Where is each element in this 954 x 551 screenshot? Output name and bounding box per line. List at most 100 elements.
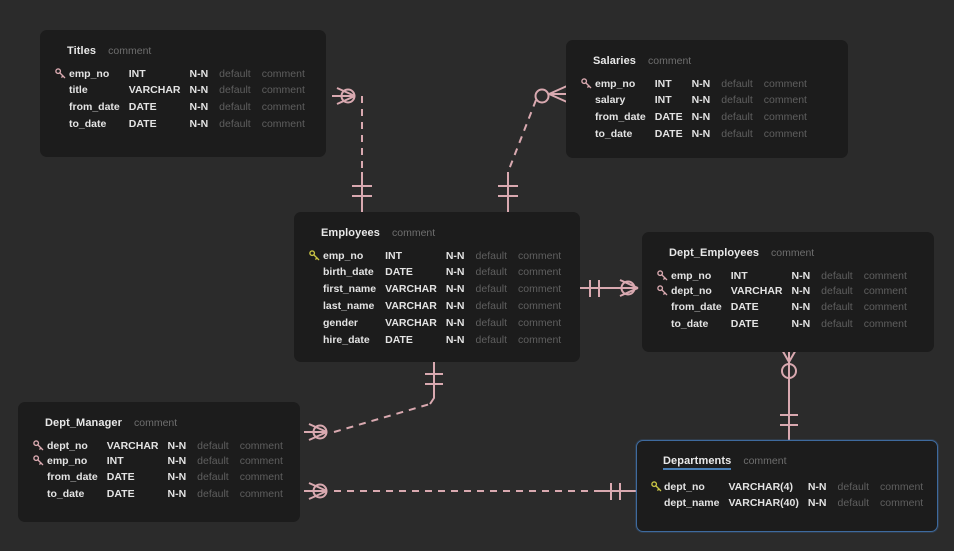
column-nullable: N-N xyxy=(445,299,465,312)
column-type: VARCHAR xyxy=(730,284,783,297)
relationship-deptmanager-employees[interactable] xyxy=(304,362,443,441)
column-default: default xyxy=(821,269,853,282)
column-comment: comment xyxy=(518,249,562,262)
column-nullable: N-N xyxy=(791,269,811,282)
column-comment: comment xyxy=(261,83,305,96)
relationship-salaries-employees[interactable] xyxy=(498,85,572,213)
column-name: dept_no xyxy=(671,284,712,297)
column-default: default xyxy=(219,100,251,113)
column-comment: comment xyxy=(261,100,305,113)
table-header: Dept_Manager comment xyxy=(33,417,285,429)
column-nullable: N-N xyxy=(791,300,811,313)
column-name: salary xyxy=(595,93,626,106)
column-nullable: N-N xyxy=(691,110,711,123)
column-type: VARCHAR(40) xyxy=(728,496,799,509)
table-header: Employees comment xyxy=(309,227,565,239)
relationship-titles-employees[interactable] xyxy=(332,87,372,213)
column-default: default xyxy=(219,67,251,80)
column-nullable: N-N xyxy=(445,249,465,262)
column-comment: comment xyxy=(863,284,907,297)
column-name: hire_date xyxy=(323,333,370,346)
column-name: emp_no xyxy=(47,454,88,467)
column-key-cell xyxy=(309,263,323,280)
column-key-cell xyxy=(581,91,595,108)
relationship-deptemployees-departments[interactable] xyxy=(780,343,798,441)
table-title: Titles xyxy=(67,45,97,57)
column-comment: comment xyxy=(239,454,283,467)
column-type: VARCHAR xyxy=(385,299,437,312)
column-name: emp_no xyxy=(323,249,364,262)
column-nullable: N-N xyxy=(445,316,465,329)
column-comment: comment xyxy=(239,439,283,452)
column-name: last_name xyxy=(323,299,375,312)
relationship-employees-deptemployees[interactable] xyxy=(578,279,639,297)
column-key-cell xyxy=(657,315,671,332)
column-key-cell xyxy=(309,331,323,348)
column-type: DATE xyxy=(385,333,413,346)
table-comment: comment xyxy=(648,55,692,67)
column-comment: comment xyxy=(880,480,924,493)
column-type: DATE xyxy=(654,110,683,123)
column-default: default xyxy=(721,127,753,140)
column-key-cell xyxy=(309,297,323,314)
column-nullable: N-N xyxy=(167,487,187,500)
table-header: Departments comment xyxy=(651,455,923,470)
column-type: INT xyxy=(106,454,124,467)
column-type: INT xyxy=(654,77,672,90)
column-type: DATE xyxy=(106,487,135,500)
column-comment: comment xyxy=(261,117,305,130)
column-type: VARCHAR xyxy=(128,83,181,96)
column-nullable: N-N xyxy=(691,127,711,140)
table-header: Salaries comment xyxy=(581,55,833,67)
column-comment: comment xyxy=(518,333,562,346)
column-key-cell xyxy=(33,453,47,468)
column-default: default xyxy=(197,487,229,500)
primary-key-icon xyxy=(651,480,662,491)
column-name: emp_no xyxy=(69,67,110,80)
column-comment: comment xyxy=(763,127,807,140)
column-name: dept_no xyxy=(664,480,705,493)
relationship-deptmanager-departments[interactable] xyxy=(304,482,638,500)
column-name: title xyxy=(69,83,88,96)
column-default: default xyxy=(837,480,870,493)
column-type: DATE xyxy=(654,127,683,140)
column-type: DATE xyxy=(106,470,135,483)
column-name: from_date xyxy=(47,470,98,483)
column-nullable: N-N xyxy=(445,333,465,346)
